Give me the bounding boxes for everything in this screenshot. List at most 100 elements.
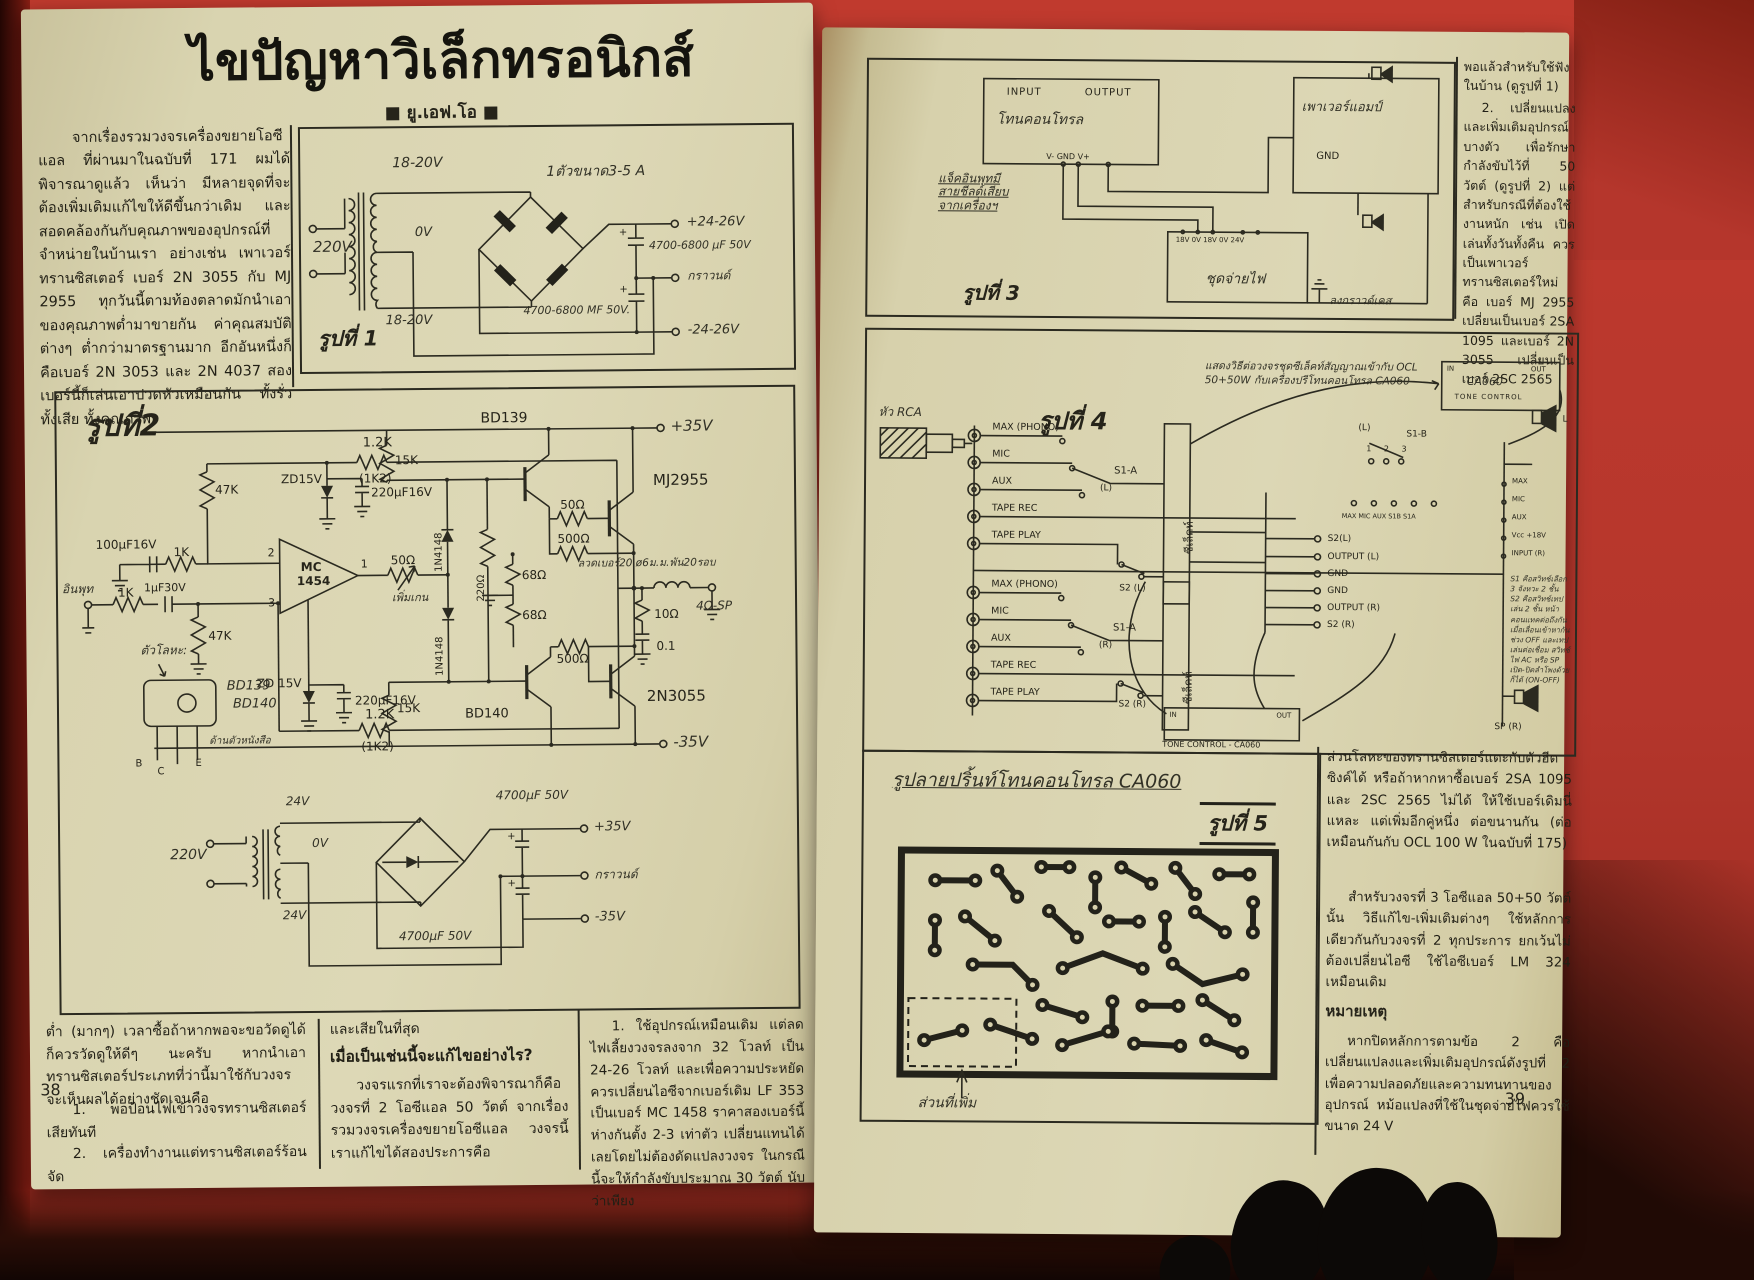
fig4-spk-l: L <box>1562 414 1568 425</box>
page-number-right: 39 <box>1504 1089 1526 1109</box>
fig5-added-note: ส่วนที่เพิ่ม <box>917 1095 977 1112</box>
fig4-in1: MAX (PHONO) <box>992 421 1060 434</box>
fig1-out-pos: +24-26V <box>686 214 745 230</box>
fig2-r1k-b: 1K <box>117 585 134 600</box>
ps-sec-top: 24V <box>285 793 310 809</box>
page-right: INPUT OUTPUT โทนคอนโทรล V- GND V+ แจ็คอิ… <box>813 27 1580 1238</box>
fig2-opamp-line2: 1454 <box>296 573 331 589</box>
fig2-pkg-bd140: BD140 <box>232 696 277 712</box>
fig1-diode-note: 1ตัวขนาด3-5 A <box>546 163 646 180</box>
bottom-col1-item1: 1. พอป้อนไฟเข้าวงจรทรานซิสเตอร์เสียทันที <box>46 1100 307 1141</box>
fig2-r47k-a: 47K <box>215 482 239 497</box>
fig1-cap2-label: 4700-6800 MF 50V. <box>523 303 631 318</box>
fig1-out-gnd: กราวนด์ <box>687 268 731 283</box>
fig1-cap1-label: 4700-6800 µF 50V <box>648 238 751 253</box>
fig3-amp: เพาเวอร์แอมป์ <box>1301 99 1382 116</box>
fig3-note: แจ็คอินพุทมี สายชีลด์เสียบ จากเครื่องฯ <box>937 171 1009 213</box>
fig1-schematic: + + <box>308 191 681 357</box>
fig4-in3: AUX <box>992 475 1013 487</box>
fig2-r68-a: 68Ω <box>521 567 547 583</box>
ps-out-pos: +35V <box>593 819 631 835</box>
fig2-pin2: 2 <box>267 546 275 560</box>
fig2-pkg-pin-e: E <box>195 757 202 769</box>
right-bot-p2: สำหรับวงจรที่ 3 โอซีแอล 50+50 วัตต์นั้น … <box>1325 890 1572 991</box>
fig1-out-neg: -24-26V <box>687 322 740 338</box>
fig4-out4: GND <box>1327 585 1348 597</box>
fig2-cap100: 100µF16V <box>95 537 157 552</box>
fig2-pkg-pin-c: C <box>157 766 165 778</box>
fig2-box: ++ รูปที่2 +35V -35V 1.2K (1K2) 47K ZD15… <box>54 384 801 1016</box>
fig2-mj2955: MJ2955 <box>652 470 709 489</box>
fig4-caption: รูปที่ 4 <box>1038 406 1108 436</box>
ps-sec-bot: 24V <box>282 908 307 923</box>
fig4-in4r: TAPE REC <box>990 659 1037 671</box>
fig4-out1: S2(L) <box>1327 533 1352 545</box>
fig3-psu: ชุดจ่ายไฟ <box>1205 271 1266 288</box>
fig2-rfb-bot2: (1K2) <box>361 739 394 754</box>
fig3-input: INPUT <box>1006 86 1042 98</box>
fig4-s2-l: S2 (L) <box>1119 583 1146 594</box>
right-top-col-p1: พอแล้วสำหรับใช้ฟังในบ้าน (ดูรูปที่ 1) <box>1463 58 1570 94</box>
fig3-box: INPUT OUTPUT โทนคอนโทรล V- GND V+ แจ็คอิ… <box>865 57 1456 321</box>
fig2-r10: 10Ω <box>654 606 679 621</box>
fig4-s1b-pins: 1 2 3 <box>1366 444 1412 454</box>
bottom-col3: 1. ใช้อุปกรณ์เหมือนเดิม แต่ลดไฟเลี้ยงวงจ… <box>589 1016 806 1210</box>
fig4-s1b: S1-B <box>1406 429 1427 440</box>
fig2-opamp-line1: MC <box>300 559 322 575</box>
fig5-box: รูปลายปริ้นท์โทนคอนโทรล CA060 รูปที่ 5 <box>859 749 1322 1125</box>
fig2-cap1uf: 1µF30V <box>143 581 186 595</box>
ps-out-gnd: กราวนด์ <box>594 867 638 882</box>
fig1-primary-label: 220V <box>312 237 352 256</box>
fig4-s1a-l: S1-A <box>1114 465 1138 477</box>
fig2-c01: 0.1 <box>656 638 676 653</box>
fig4-out2: OUTPUT (L) <box>1327 551 1380 563</box>
fig4-s1a-r: S1-A <box>1112 622 1137 634</box>
fig4-in1r: MAX (PHONO) <box>991 578 1058 591</box>
fig2-pkg-face: ด้านตัวหนังสือ <box>209 735 271 747</box>
fig3-output: OUTPUT <box>1084 87 1132 99</box>
fig4-diagram <box>879 360 1563 742</box>
bottom-rule-2 <box>577 1009 582 1170</box>
fig2-rfb-bot: 1.2K <box>364 707 395 723</box>
fig4-bottom-out: OUT <box>1276 711 1292 720</box>
fig2-d1: 1N4148 <box>433 532 445 572</box>
bottom-col2-heading: เมื่อเป็นเช่นนี้จะแก้ไขอย่างไร? <box>329 1046 533 1066</box>
right-bot-p1: ส่วนโลหะของทรานซิสเตอร์แตะกับตัวฮีตซิงค์… <box>1326 749 1573 852</box>
fig3-tone: โทนคอนโทรล <box>996 111 1084 129</box>
fig2-pkg-note: ตัวโลหะ: <box>140 643 188 658</box>
fig2-d2: 1N4148 <box>434 636 446 676</box>
fig4-tone-in: IN <box>1446 364 1455 373</box>
fig4-selector-r: ซีเล็คท์ <box>1181 671 1195 705</box>
fig2-2n3055: 2N3055 <box>646 686 706 706</box>
fig4-box: รูปที่ 4 หัว RCA MAX (PHONO) MIC AUX TAP… <box>862 327 1580 757</box>
fig2-r68-b: 68Ω <box>522 607 547 623</box>
page-left: ไขปัญหาวิเล็กทรอนิกส์ ■ ยู.เอฟ.โอ ■ จากเ… <box>20 2 824 1209</box>
fig4-out5: OUTPUT (R) <box>1327 602 1381 614</box>
fig4-tone-out: OUT <box>1530 365 1546 374</box>
svg-text:+: + <box>507 831 515 842</box>
fig4-tone-ca060: CA060 <box>1466 374 1504 389</box>
fig4-in5r: TAPE PLAY <box>990 686 1040 698</box>
fig2-rfb-top2: (1K2) <box>358 471 392 486</box>
fig5-pcb <box>896 846 1279 1099</box>
fig1-caption: รูปที่ 1 <box>317 326 379 351</box>
fig1-box: + + 18-20V 0V 220V 18-20V 1ตัวขนาด3-5 A … <box>297 122 797 375</box>
bottom-col2-body: วงจรแรกที่เราจะต้องพิจารณาก็คือวงจรที่ 2… <box>330 1075 569 1162</box>
fig2-r220: 220Ω <box>475 574 488 602</box>
fig2-pkg-pin-b: B <box>135 758 143 770</box>
fig4-in2: MIC <box>992 448 1010 460</box>
fig4-bus1: MAX <box>1512 477 1528 486</box>
fig2-schematic: ++ <box>82 423 721 967</box>
fig1-sec-mid-label: 0V <box>414 224 433 241</box>
ps-cap2: 4700µF 50V <box>398 928 472 944</box>
fig3-psu-pins: 18V 0V 18V 0V 24V <box>1175 235 1245 245</box>
fig2-cap-a: 220µF16V <box>371 484 433 500</box>
intro-paragraph: จากเรื่องรวมวงจรเครื่องขยายโอซีแอล ที่ผ่… <box>38 128 293 429</box>
svg-text:+: + <box>507 878 515 889</box>
fig2-pkg-bd139: BD139 <box>226 678 271 694</box>
fig2-r500-a: 500Ω <box>557 531 590 546</box>
svg-text:+: + <box>619 227 627 238</box>
fig4-left-jacks <box>965 428 982 708</box>
fig4-out6: S2 (R) <box>1327 619 1355 631</box>
fig4-tone-label: TONE CONTROL <box>1454 392 1523 402</box>
